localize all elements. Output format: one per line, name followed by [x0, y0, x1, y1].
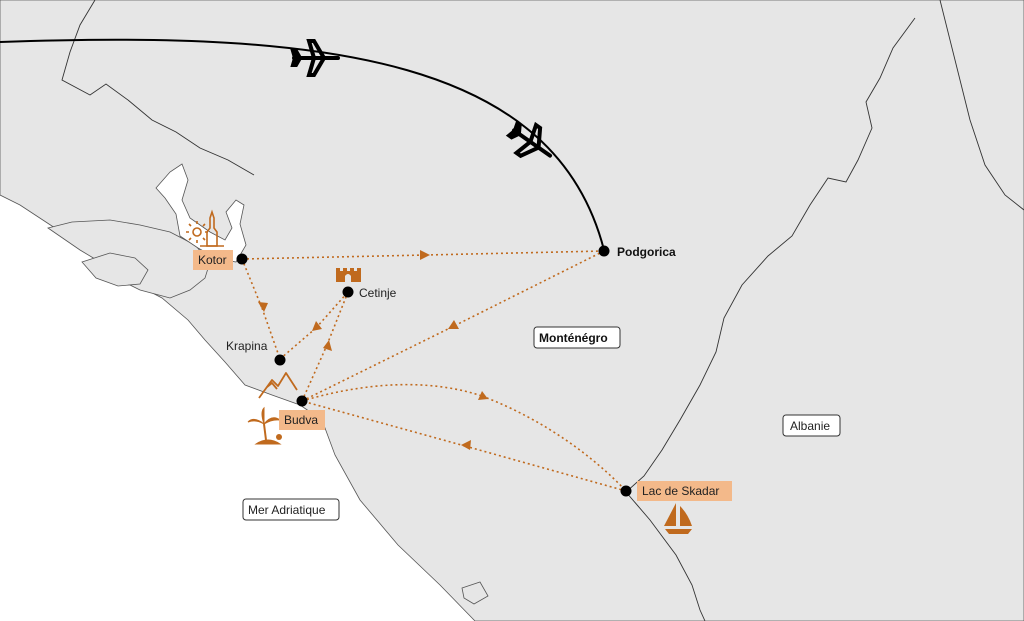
route-arrow — [448, 320, 459, 329]
route-kotor-krapina — [241, 258, 263, 309]
route-arrow — [258, 302, 268, 312]
region-montenegro: Monténégro — [533, 326, 621, 349]
cetinje-label: Cetinje — [359, 286, 397, 300]
border-albania — [625, 17, 916, 621]
route-arrow — [420, 250, 430, 260]
coast-rock — [461, 581, 489, 605]
albania-label: Albanie — [790, 419, 830, 433]
border-east — [939, 0, 1024, 211]
border-west-top — [61, 0, 129, 101]
border-west-mid — [127, 99, 255, 176]
routes — [241, 250, 627, 492]
bay-inlet — [155, 163, 247, 263]
airplane-icon — [505, 120, 553, 159]
airplane-icon — [290, 39, 340, 77]
budva-tag[interactable]: Budva — [279, 410, 325, 430]
cathedral-sun-icon — [186, 209, 224, 247]
kotor-tag[interactable]: Kotor — [193, 250, 233, 270]
castle-icon — [336, 268, 361, 282]
cetinje-dot[interactable] — [342, 286, 354, 298]
skadar-dot[interactable] — [620, 485, 632, 497]
sea-label: Mer Adriatique — [248, 503, 326, 517]
krapina-label: Krapina — [226, 339, 268, 353]
sailboat-icon — [664, 503, 692, 534]
route-podgorica-budva — [451, 250, 605, 328]
route-arrow — [323, 340, 332, 351]
route-arrow — [312, 321, 322, 331]
route-kotor-krapina — [261, 307, 281, 360]
route-krapina-cetinje — [315, 291, 349, 329]
route-budva-skadar — [481, 395, 627, 492]
kotor-label: Kotor — [198, 253, 227, 267]
krapina-dot[interactable] — [274, 354, 286, 366]
podgorica-label: Podgorica — [617, 245, 676, 259]
skadar-label: Lac de Skadar — [642, 484, 719, 498]
island — [81, 252, 149, 287]
city-dots — [236, 245, 632, 497]
skadar-tag[interactable]: Lac de Skadar — [637, 481, 732, 501]
mountain-icon — [258, 372, 298, 399]
kotor-dot[interactable] — [236, 253, 248, 265]
route-arrow — [478, 391, 488, 400]
montenegro-label: Monténégro — [539, 331, 608, 345]
route-arrows — [258, 250, 488, 450]
route-skadar-budva — [301, 400, 466, 447]
route-budva-skadar — [301, 383, 483, 402]
region-albania: Albanie — [782, 414, 841, 437]
route-arrow — [461, 440, 471, 450]
palm-beach-icon — [247, 406, 282, 445]
route-kotor-podgorica — [241, 254, 427, 260]
budva-label: Budva — [284, 413, 318, 427]
route-budva-cetinje — [301, 344, 328, 402]
podgorica-dot[interactable] — [598, 245, 610, 257]
flight-path — [0, 38, 605, 251]
borders — [61, 0, 1024, 621]
region-sea: Mer Adriatique — [242, 498, 340, 521]
budva-dot[interactable] — [296, 395, 308, 407]
